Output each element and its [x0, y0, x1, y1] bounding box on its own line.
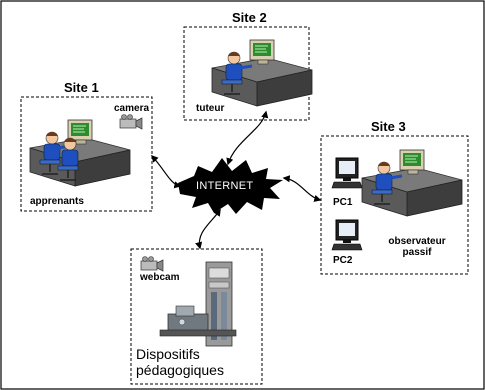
site1-title: Site 1: [64, 80, 99, 95]
observateur-label: observateur passif: [382, 236, 452, 258]
pc1-label: PC1: [333, 197, 353, 208]
link-equipment: [195, 208, 221, 250]
dispositifs-line1: Dispositifs: [136, 346, 200, 362]
site2-title: Site 2: [232, 10, 267, 25]
site3-box: [320, 135, 469, 275]
workstation-site2: [210, 38, 314, 108]
internet-cloud: [178, 158, 283, 214]
tuteur-label: tuteur: [196, 103, 225, 114]
apprenants-label: apprenants: [30, 196, 84, 207]
camera-icon: [119, 114, 143, 130]
observateur-line1: observateur: [388, 236, 446, 247]
internet-label: INTERNET: [196, 180, 254, 192]
pc1-icon: [331, 157, 363, 189]
link-site1: [151, 154, 182, 189]
webcam-label: webcam: [140, 272, 180, 283]
pc2-icon: [331, 219, 363, 251]
link-site2: [226, 110, 269, 166]
workstation-site1: [28, 118, 132, 188]
site3-title: Site 3: [371, 119, 406, 134]
webcam-icon: [140, 256, 164, 272]
link-site3: [282, 175, 322, 202]
site1-box: [20, 96, 153, 212]
dispositifs-line2: pédagogiques: [136, 362, 224, 378]
camera-label: camera: [114, 103, 150, 114]
dispositifs-label: Dispositifs pédagogiques: [136, 346, 224, 378]
observateur-line2: passif: [402, 247, 432, 258]
pc2-label: PC2: [333, 255, 353, 266]
pedagogical-device-icon: [159, 261, 237, 347]
workstation-site3: [360, 148, 464, 218]
